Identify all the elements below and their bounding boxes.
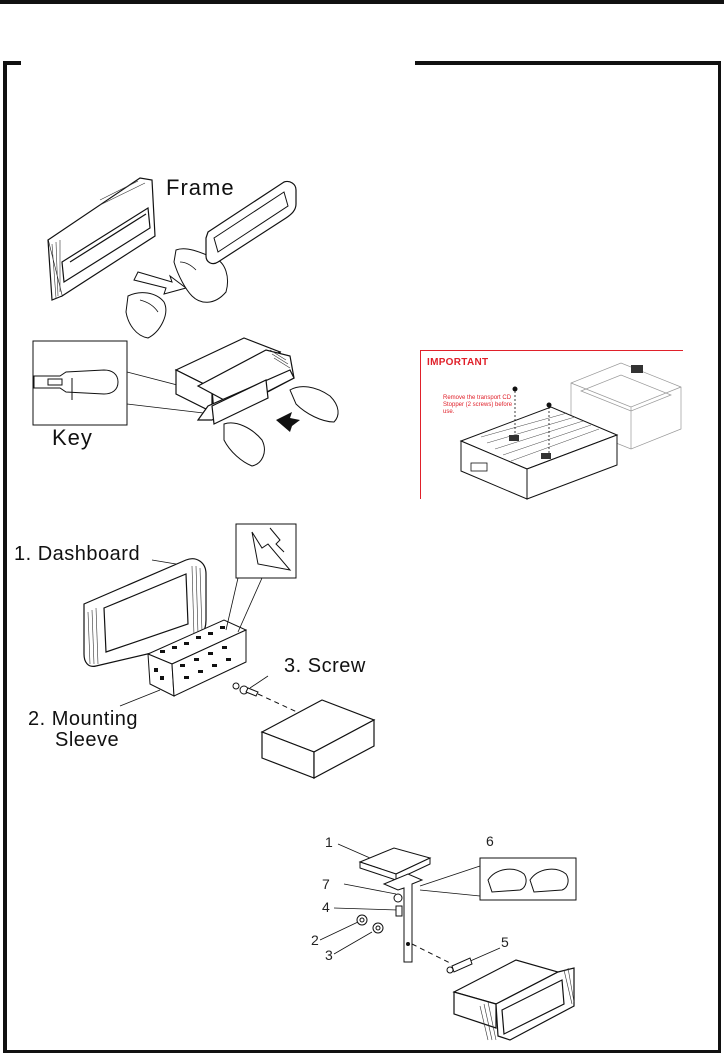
mounting-label-line1: 2. Mounting (28, 708, 139, 730)
top-rule (0, 0, 724, 4)
dashboard-label: 1. Dashboard (14, 543, 141, 565)
part-number-7: 7 (322, 876, 330, 892)
frame-border (415, 61, 721, 65)
frame-border (718, 61, 721, 1052)
part-number-6: 6 (486, 833, 494, 849)
mounting-label-line2: Sleeve (55, 729, 120, 751)
part-number-4: 4 (322, 899, 330, 915)
important-title: IMPORTANT (427, 357, 489, 368)
important-text: Remove the transport CD Stopper (2 screw… (443, 395, 513, 415)
cd-stopper-illustration (459, 362, 682, 500)
key-label: Key (52, 425, 93, 450)
part-number-5: 5 (501, 934, 509, 950)
frame-border (3, 1050, 721, 1053)
frame-border (3, 61, 7, 1052)
important-notice: IMPORTANT Remove the transport CD Stoppe… (420, 350, 683, 500)
frame-label: Frame (166, 175, 235, 200)
part-number-1: 1 (325, 834, 333, 850)
frame-border (3, 61, 21, 65)
screw-label: 3. Screw (284, 655, 366, 677)
part-number-2: 2 (311, 932, 319, 948)
part-number-3: 3 (325, 947, 333, 963)
